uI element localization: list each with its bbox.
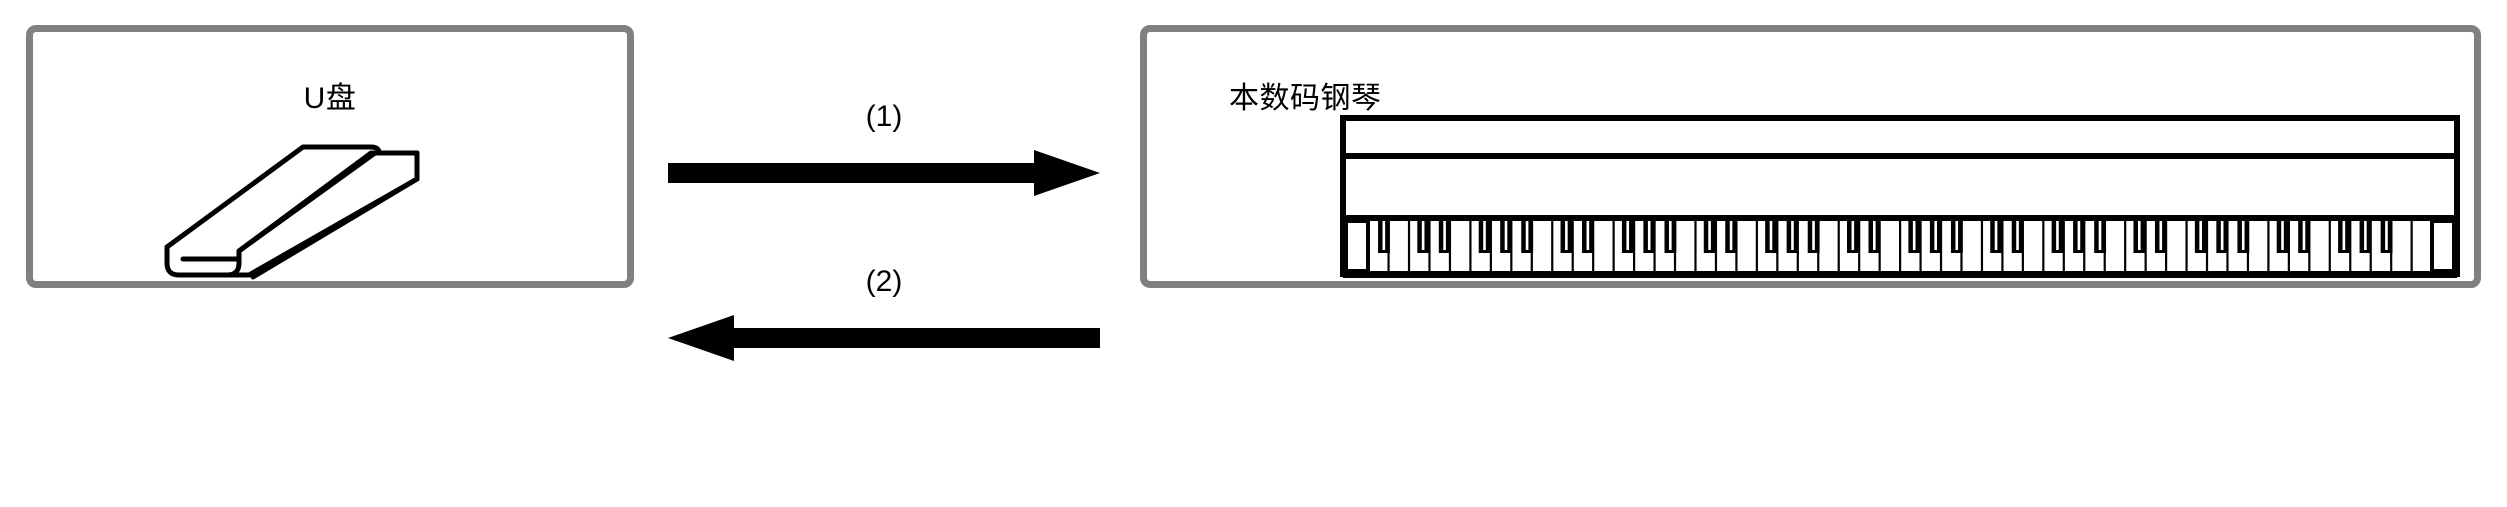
arrow-left-icon bbox=[668, 315, 1100, 361]
usb-panel-title: U盘 bbox=[303, 82, 357, 115]
usb-drive-panel: U盘 bbox=[26, 25, 634, 288]
piano-panel-title: 本数码钢琴 bbox=[1229, 82, 1382, 115]
digital-piano-icon bbox=[1340, 115, 2460, 278]
arrow-1-label: (1) bbox=[865, 100, 903, 133]
digital-piano-panel: 本数码钢琴 bbox=[1140, 25, 2481, 288]
arrow-right-icon bbox=[668, 150, 1100, 196]
arrow-group-2: (2) bbox=[668, 265, 1100, 361]
usb-flash-drive-icon bbox=[164, 144, 420, 280]
arrow-2-label: (2) bbox=[865, 265, 903, 298]
arrow-group-1: (1) bbox=[668, 100, 1100, 196]
